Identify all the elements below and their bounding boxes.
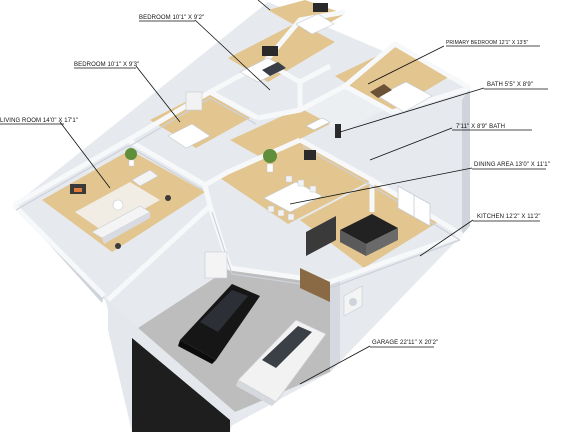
interior-wall-shading (15, 97, 461, 289)
garage-door[interactable] (132, 338, 230, 432)
label-bedroom-top: BEDROOM 10'1" X 9'2" (139, 15, 204, 21)
label-primary-bedroom: PRIMARY BEDROOM 12'1" X 13'5" (446, 40, 528, 46)
living-room-furniture (70, 169, 171, 249)
white-car (236, 319, 327, 406)
bath-fixtures (304, 117, 341, 160)
dining-table (263, 175, 323, 221)
bed-top (239, 57, 287, 83)
label-garage: GARAGE 22'11" X 20'2" (372, 340, 438, 346)
bed-primary (370, 81, 433, 113)
garage-wall-right (330, 276, 340, 372)
bed-left (167, 91, 211, 149)
hall-floor (230, 108, 330, 158)
plant-dining (263, 149, 277, 173)
label-living-room: LIVING ROOM 14'0" X 17'1" (0, 118, 78, 124)
black-car (178, 284, 260, 364)
label-dining-area: DINING AREA 13'0" X 11'1" (474, 162, 550, 168)
kitchen-island (340, 214, 398, 256)
kitchen-counter (306, 216, 336, 256)
exterior-wall-right (462, 88, 470, 235)
bed-rear (295, 3, 335, 35)
label-kitchen: KITCHEN 12'2" X 11'2" (477, 214, 541, 220)
label-bath: BATH 5'5" X 8'9" (487, 82, 533, 88)
kitchen-window (397, 185, 431, 227)
label-bath-2: 7'11" X 8'9" BATH (456, 124, 505, 130)
artwork-top (262, 46, 278, 56)
plant-living (125, 148, 137, 167)
leader-lines (59, 0, 485, 385)
interior-walls (12, 9, 472, 302)
label-bedroom-left: BEDROOM 10'1" X 9'3" (74, 62, 139, 68)
garage-storage (204, 251, 363, 317)
